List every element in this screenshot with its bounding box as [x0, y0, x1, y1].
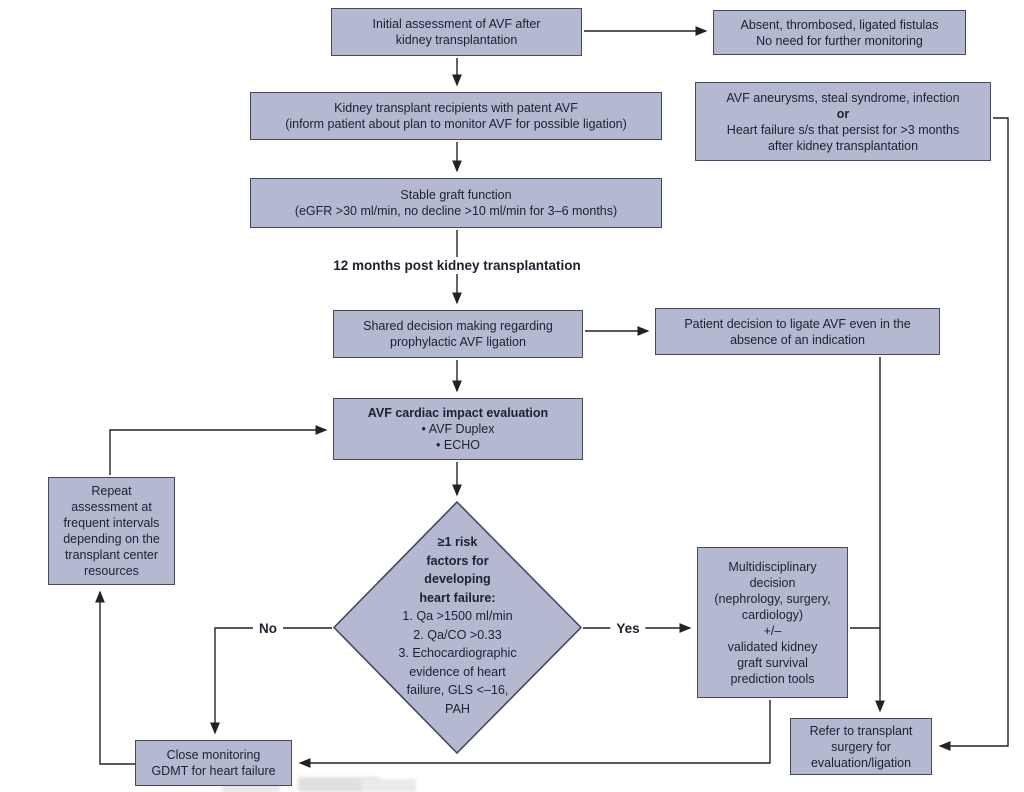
- node-text-line: or: [836, 106, 850, 121]
- node-text-line: Absent, thrombosed, ligated fistulas: [740, 17, 939, 32]
- arrow-diamond-no-to-close-monitoring: [210, 627, 332, 735]
- node-text-line: 1. Qa >1500 ml/min: [402, 609, 513, 623]
- node-text-line: PAH: [445, 701, 470, 716]
- node-text-line: decision: [749, 575, 796, 590]
- node-text-line: assessment at: [71, 500, 152, 514]
- node-text-line: (eGFR >30 ml/min, no decline >10 ml/min …: [294, 204, 618, 218]
- node-title-line: heart failure:: [419, 590, 496, 605]
- node-text-line: Multidisciplinary: [728, 559, 817, 574]
- node-title-line: developing: [424, 572, 491, 586]
- node-text-line: No need for further monitoring: [756, 33, 923, 48]
- branch-label-no: No: [253, 620, 283, 637]
- node-shared-decision: Shared decision making regarding prophyl…: [333, 310, 583, 358]
- node-text-line: 3. Echocardiographic: [398, 646, 517, 660]
- node-title-line: factors for: [426, 553, 489, 568]
- arrow-repeat-to-cardiac: [109, 425, 328, 475]
- node-text-line: cardiology): [741, 607, 804, 622]
- node-text-line: (nephrology, surgery,: [714, 591, 831, 606]
- node-text-line: Initial assessment of AVF after: [372, 17, 541, 31]
- node-text-line: failure, GLS <–16,: [406, 683, 509, 697]
- node-title-line: ≥1 risk: [437, 535, 478, 549]
- node-stable-graft: Stable graft function (eGFR >30 ml/min, …: [250, 178, 662, 228]
- node-text-line: absence of an indication: [730, 332, 865, 347]
- node-text-line: resources: [84, 564, 139, 578]
- node-text-line: AVF aneurysms, steal syndrome, infection: [726, 90, 960, 105]
- node-text-line: GDMT for heart failure: [151, 764, 276, 778]
- node-avf-complications: AVF aneurysms, steal syndrome, infection…: [695, 82, 991, 161]
- node-text-line: +/–: [763, 623, 782, 638]
- node-text-line: after kidney transplantation: [767, 138, 919, 153]
- node-text-line: Stable graft function: [400, 188, 512, 202]
- node-absent-fistulas: Absent, thrombosed, ligated fistulas No …: [713, 10, 966, 55]
- node-text-line: prophylactic AVF ligation: [390, 335, 526, 349]
- node-text-line: Kidney transplant recipients with patent…: [334, 101, 578, 115]
- milestone-label: 12 months post kidney transplantation: [327, 257, 587, 274]
- node-text-line: Repeat: [91, 484, 132, 498]
- node-text-line: evidence of heart: [409, 664, 506, 679]
- node-text-line: Close monitoring: [166, 748, 261, 762]
- node-text-line: validated kidney: [727, 639, 818, 654]
- node-text-line: kidney transplantation: [395, 33, 518, 47]
- node-multidisciplinary: Multidisciplinary decision (nephrology, …: [697, 547, 848, 698]
- node-text-line: Shared decision making regarding: [363, 319, 553, 333]
- node-repeat-assessment: Repeat assessment at frequent intervals …: [48, 477, 175, 585]
- node-text-line: 2. Qa/CO >0.33: [413, 627, 502, 642]
- node-text-line: evaluation/ligation: [810, 755, 912, 770]
- node-text-line: surgery for: [831, 739, 891, 754]
- node-text-line: Heart failure s/s that persist for >3 mo…: [726, 122, 960, 137]
- node-risk-diamond: ≥1 risk factors for developing heart fai…: [347, 533, 568, 718]
- node-title-line: AVF cardiac impact evaluation: [367, 406, 549, 420]
- node-text-line: • AVF Duplex: [421, 422, 495, 436]
- node-close-monitoring: Close monitoring GDMT for heart failure: [135, 740, 292, 786]
- node-text-line: Refer to transplant: [809, 723, 913, 738]
- arrow-close-monitoring-to-repeat: [95, 590, 135, 765]
- node-initial-assessment: Initial assessment of AVF after kidney t…: [331, 8, 582, 56]
- node-text-line: Patient decision to ligate AVF even in t…: [684, 316, 911, 331]
- node-text-line: depending on the: [63, 532, 160, 546]
- node-text-line: prediction tools: [730, 671, 815, 686]
- node-refer-surgery: Refer to transplant surgery for evaluati…: [790, 718, 932, 775]
- node-patient-decision: Patient decision to ligate AVF even in t…: [655, 308, 940, 355]
- arrow-complications-to-refer: [938, 117, 1009, 751]
- risk-decision-diamond-shape: [332, 500, 583, 755]
- node-text-line: • ECHO: [436, 438, 480, 452]
- arrow-multidisciplinary-to-close-monitoring: [298, 700, 771, 768]
- node-text-line: graft survival: [737, 655, 808, 670]
- node-text-line: (inform patient about plan to monitor AV…: [285, 117, 627, 131]
- node-patent-avf: Kidney transplant recipients with patent…: [250, 92, 662, 140]
- node-cardiac-impact: AVF cardiac impact evaluation • AVF Dupl…: [333, 398, 583, 460]
- node-text-line: frequent intervals: [63, 516, 160, 530]
- branch-label-yes: Yes: [610, 620, 646, 637]
- node-text-line: transplant center: [64, 548, 159, 562]
